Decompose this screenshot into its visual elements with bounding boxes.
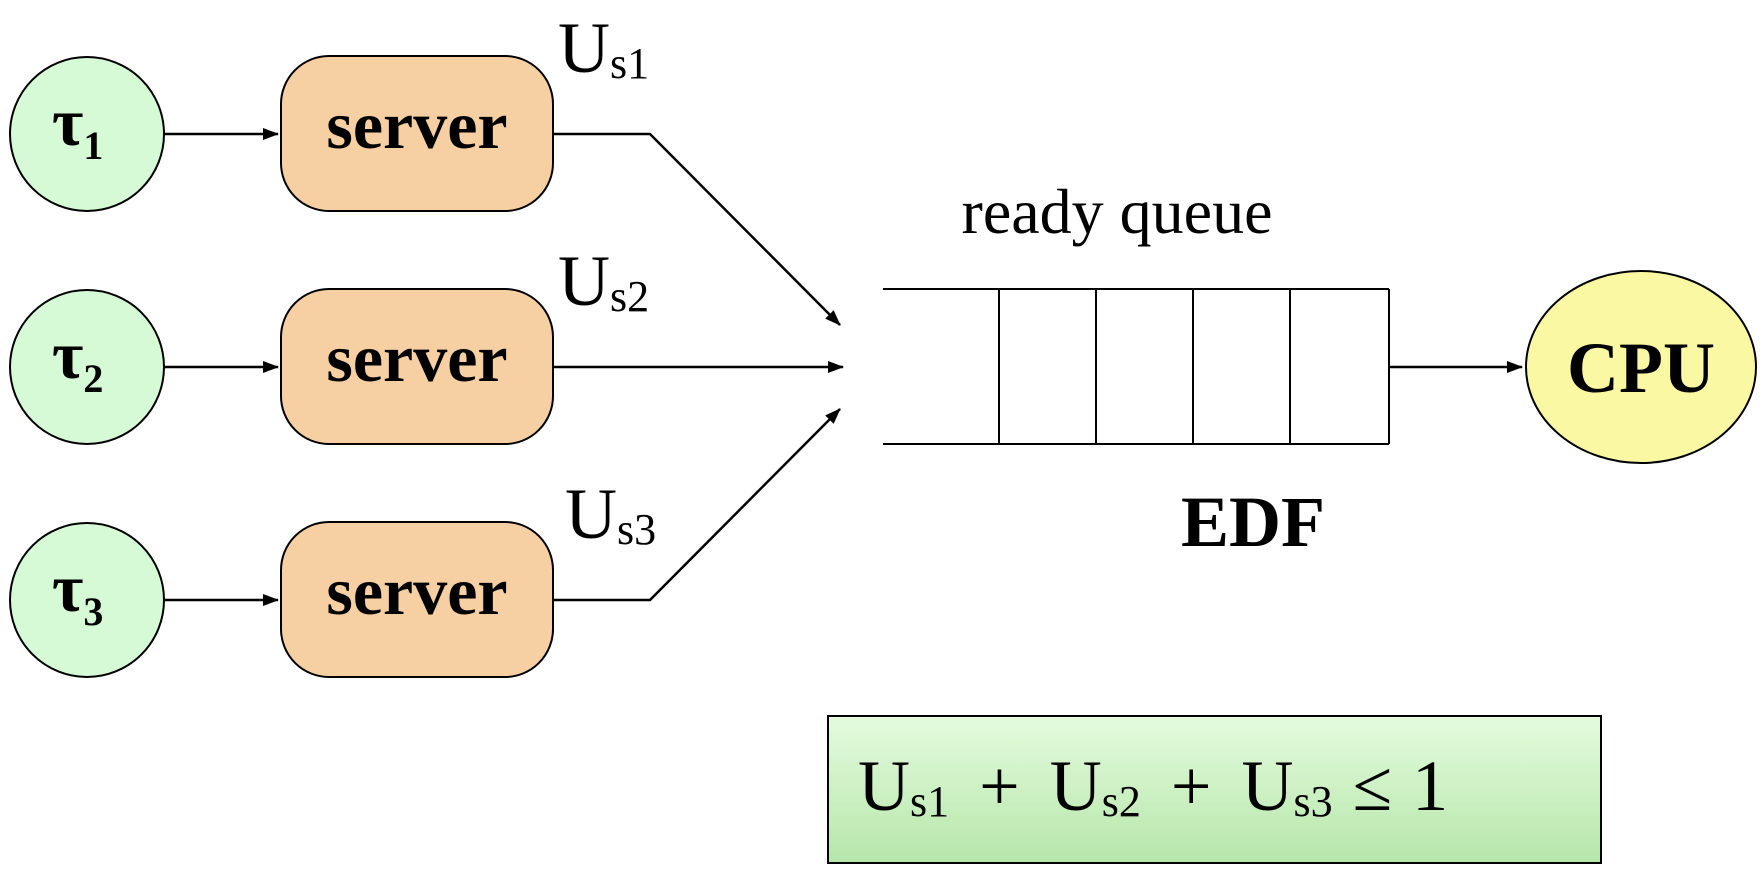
arrow-server1-to-queue — [553, 132, 841, 326]
task-label-2: τ2 — [52, 317, 103, 401]
task-row-1: τ1 server Us1 — [9, 8, 841, 326]
server-label-1: server — [326, 87, 507, 163]
arrow-server3-to-queue — [553, 408, 841, 602]
formula-text: Us1+Us2+Us3≤1 — [858, 746, 1448, 826]
cpu-label: CPU — [1567, 328, 1715, 408]
task-row-3: τ3 server Us3 — [9, 408, 841, 678]
formula-box — [827, 715, 1602, 864]
cpu-ellipse — [1525, 270, 1757, 464]
task-subscript-1: 1 — [83, 123, 103, 168]
task-subscript-3: 3 — [83, 589, 103, 634]
utilization-formula: Us1+Us2+Us3≤1 — [827, 715, 1602, 864]
server-utilization-1: Us1 — [558, 8, 649, 88]
cpu-node: CPU — [1525, 270, 1757, 464]
task-row-2: τ2 server Us2 — [9, 241, 844, 445]
task-label-3: τ3 — [52, 550, 103, 634]
task-subscript-2: 2 — [83, 356, 103, 401]
ready-queue-label: ready queue — [962, 176, 1273, 247]
server-utilization-2: Us2 — [558, 241, 649, 321]
server-utilization-3: Us3 — [565, 474, 656, 554]
scheduling-policy-label: EDF — [1181, 482, 1325, 562]
server-label-2: server — [326, 320, 507, 396]
task-label-1: τ1 — [52, 84, 103, 168]
ready-queue: ready queue EDF — [883, 176, 1390, 562]
server-label-3: server — [326, 553, 507, 629]
